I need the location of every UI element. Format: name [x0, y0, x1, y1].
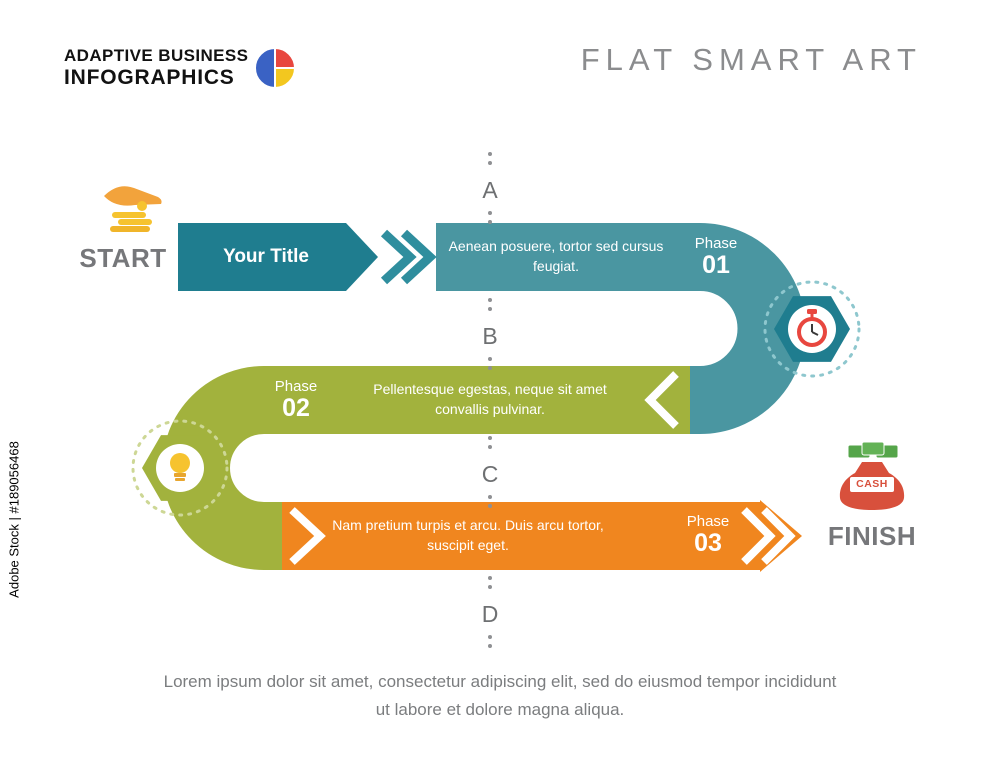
logo-line1: ADAPTIVE BUSINESS	[64, 46, 249, 65]
phase2-number: 02	[282, 394, 310, 422]
dots	[488, 211, 492, 215]
brand-logo: ADAPTIVE BUSINESS INFOGRAPHICS	[64, 46, 248, 91]
page-title: FLAT SMART ART	[580, 42, 922, 77]
hand-coins-icon	[104, 186, 162, 232]
dots	[488, 152, 492, 156]
chevron-left-icon	[644, 371, 679, 429]
chevron-right-icon	[741, 507, 776, 565]
marker-c: C	[479, 436, 501, 499]
band-phase1	[436, 223, 806, 434]
finish-label: FINISH	[827, 521, 917, 551]
dots	[488, 436, 492, 440]
phase1-number: 01	[702, 251, 730, 279]
footer-lorem-text: Lorem ipsum dolor sit amet, consectetur …	[163, 672, 837, 720]
marker-d: D	[479, 576, 501, 639]
phase3-badge: Phase 03	[676, 513, 740, 558]
chevron-right-icon	[289, 507, 326, 565]
dots	[488, 357, 492, 361]
phase2-word: Phase	[274, 378, 318, 395]
money-bag-icon	[839, 441, 905, 510]
chevron-right-icon	[761, 507, 796, 565]
dots	[488, 495, 492, 499]
phase1-description: Aenean posuere, tortor sed cursus feugia…	[448, 238, 664, 274]
marker-b: B	[479, 298, 501, 361]
marker-a-letter: A	[482, 177, 498, 203]
bulb-icon	[131, 419, 229, 517]
chevron-right-icon	[400, 229, 437, 285]
chevron-right-icon	[380, 229, 417, 285]
marker-b-letter: B	[482, 323, 498, 349]
marker-d-letter: D	[481, 601, 499, 627]
logo-line2: INFOGRAPHICS	[64, 66, 235, 90]
phase2-badge: Phase 02	[264, 378, 328, 423]
phase3-word: Phase	[686, 513, 730, 530]
marker-c-letter: C	[481, 461, 499, 487]
dots	[488, 635, 492, 639]
title-box	[178, 223, 378, 291]
dots	[488, 298, 492, 302]
phase3-number: 03	[694, 529, 722, 557]
phase1-badge: Phase 01	[684, 235, 748, 280]
cash-label: CASH	[850, 477, 894, 492]
phase2-description: Pellentesque egestas, neque sit amet con…	[373, 381, 607, 417]
phase1-word: Phase	[694, 235, 738, 252]
stopwatch-icon	[763, 280, 861, 378]
title-box-label: Your Title	[223, 246, 309, 267]
marker-a: A	[479, 152, 501, 215]
logo-pie-icon	[254, 46, 297, 90]
phase3-description: Nam pretium turpis et arcu. Duis arcu to…	[332, 517, 604, 553]
start-label: START	[79, 243, 167, 273]
dots	[488, 576, 492, 580]
